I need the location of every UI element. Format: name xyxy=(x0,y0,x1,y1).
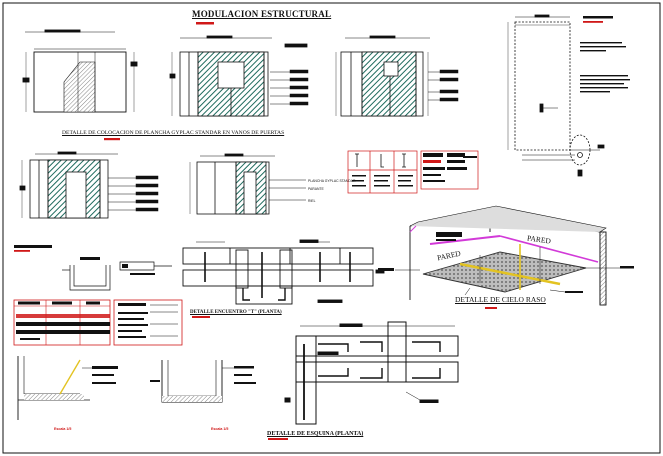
tall-plan-view xyxy=(507,14,605,177)
label-parante: PARANTE xyxy=(308,187,325,191)
detalle-encuentro-t xyxy=(182,239,385,305)
elevation-door-wall-1 xyxy=(19,151,159,219)
label-plancha-gyplac: PLANCHA GYPLAC STANDAR xyxy=(308,179,356,183)
label-riel: RIEL xyxy=(308,199,316,203)
cielo-red-marker xyxy=(485,307,497,309)
cielo-raso-title: DETALLE DE CIELO RASO xyxy=(455,295,546,304)
encuentro-title: DETALLE ENCUENTRO "T" (PLANTA) xyxy=(190,310,282,315)
elevation-wall-1 xyxy=(22,29,138,113)
spec-table-right xyxy=(420,150,479,190)
puertas-red-marker xyxy=(104,138,120,141)
esquina-title: DETALLE DE ESQUINA (PLANTA) xyxy=(267,431,364,437)
plan-notes xyxy=(580,16,630,93)
profiles-table-icons xyxy=(355,153,406,168)
esquina-red-marker xyxy=(268,438,288,440)
small-detail-left xyxy=(14,245,172,291)
elevation-wall-3 xyxy=(335,35,459,117)
main-title: MODULACION ESTRUCTURAL xyxy=(192,9,332,19)
encuentro-red-marker xyxy=(192,316,210,318)
detalle-cielo-raso-3d xyxy=(378,205,634,306)
detalle-esquina xyxy=(284,321,459,425)
profiles-table xyxy=(347,150,418,194)
materials-table-2 xyxy=(113,299,183,346)
escala-label-2: Escala 1/5 xyxy=(211,427,229,431)
elevation-door-wall-2 xyxy=(189,153,306,215)
escala-label-1: Escala 1/5 xyxy=(54,427,72,431)
profiles-table-text xyxy=(352,175,413,187)
materials-table xyxy=(13,299,111,346)
section-detail-2 xyxy=(150,360,256,403)
elevation-wall-2 xyxy=(169,35,309,117)
puertas-title: DETALLE DE COLOCACION DE PLANCHA GYPLAC … xyxy=(62,130,285,136)
title-red-marker xyxy=(196,22,214,25)
section-detail-1 xyxy=(17,356,118,420)
